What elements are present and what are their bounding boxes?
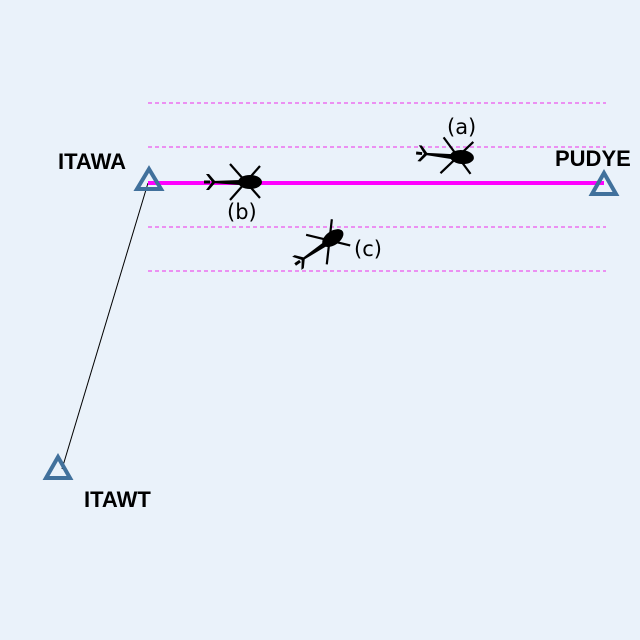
helicopter-icon xyxy=(413,134,477,178)
helicopter-c[interactable]: (c) xyxy=(283,215,382,281)
connector-line-itawt-itawa xyxy=(61,182,149,470)
helicopter-icon xyxy=(202,162,264,202)
waypoint-itawt[interactable]: ITAWT xyxy=(42,452,151,512)
waypoint-pudye[interactable]: PUDYE xyxy=(555,146,631,196)
helicopter-label-b: (b) xyxy=(227,200,257,224)
waypoint-label-itawt: ITAWT xyxy=(84,487,151,512)
waypoint-triangle-icon xyxy=(133,165,165,191)
waypoint-itawa[interactable]: ITAWA xyxy=(58,149,165,191)
waypoint-triangle-icon xyxy=(588,168,620,196)
helicopter-a[interactable]: (a) xyxy=(413,115,477,178)
corridor-lines xyxy=(148,102,606,272)
helicopter-b[interactable]: (b) xyxy=(202,162,264,224)
helicopter-label-c: (c) xyxy=(354,237,382,261)
helicopter-label-a: (a) xyxy=(447,115,476,139)
waypoint-label-pudye: PUDYE xyxy=(555,146,631,171)
waypoint-label-itawa: ITAWA xyxy=(58,149,126,174)
helicopter-icon xyxy=(283,215,355,281)
waypoint-triangle-icon xyxy=(42,452,74,480)
